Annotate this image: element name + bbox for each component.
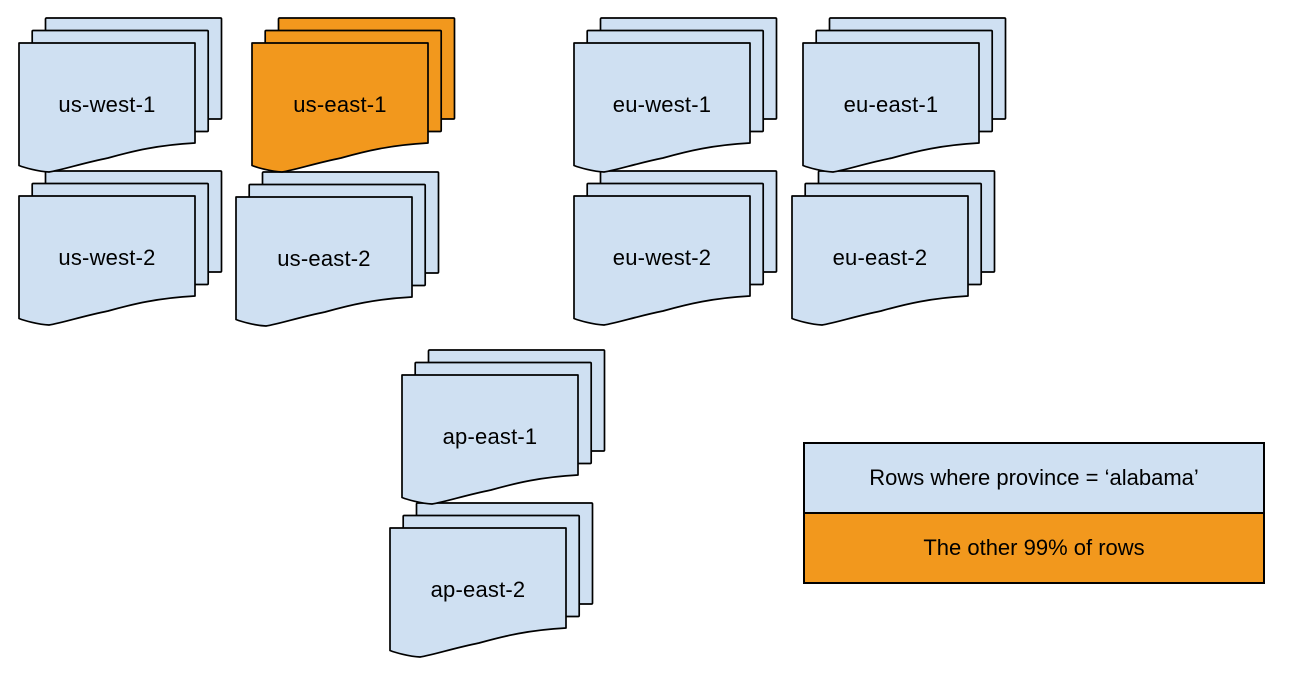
stacked-documents-icon [18, 170, 223, 326]
stacked-documents-icon [401, 349, 606, 505]
stacked-documents-icon [18, 17, 223, 173]
doc-stack-eu-west-1: eu-west-1 [573, 17, 778, 175]
doc-stack-us-west-2: us-west-2 [18, 170, 223, 328]
document-sheet-front [18, 195, 196, 326]
doc-stack-eu-east-2: eu-east-2 [791, 170, 996, 328]
doc-stack-us-west-1: us-west-1 [18, 17, 223, 175]
legend-item-label: The other 99% of rows [923, 535, 1145, 560]
stacked-documents-icon [251, 17, 456, 173]
doc-stack-us-east-1: us-east-1 [251, 17, 456, 175]
doc-stack-eu-west-2: eu-west-2 [573, 170, 778, 328]
stacked-documents-icon [573, 17, 778, 173]
doc-stack-ap-east-2: ap-east-2 [389, 502, 594, 660]
stacked-documents-icon [791, 170, 996, 326]
document-sheet-front [802, 42, 980, 173]
legend-item-label: Rows where province = ‘alabama’ [869, 465, 1199, 490]
document-sheet-front [251, 42, 429, 173]
document-sheet-front [573, 42, 751, 173]
stacked-documents-icon [389, 502, 594, 658]
legend-item-alabama-rows: Rows where province = ‘alabama’ [805, 444, 1263, 512]
legend: Rows where province = ‘alabama’ The othe… [803, 442, 1265, 584]
doc-stack-eu-east-1: eu-east-1 [802, 17, 1007, 175]
legend-item-other-rows: The other 99% of rows [805, 512, 1263, 582]
stacked-documents-icon [573, 170, 778, 326]
document-sheet-front [791, 195, 969, 326]
document-sheet-front [573, 195, 751, 326]
document-sheet-front [401, 374, 579, 505]
stacked-documents-icon [235, 171, 440, 327]
document-sheet-front [18, 42, 196, 173]
stacked-documents-icon [802, 17, 1007, 173]
doc-stack-us-east-2: us-east-2 [235, 171, 440, 329]
document-sheet-front [235, 196, 413, 327]
doc-stack-ap-east-1: ap-east-1 [401, 349, 606, 507]
document-sheet-front [389, 527, 567, 658]
